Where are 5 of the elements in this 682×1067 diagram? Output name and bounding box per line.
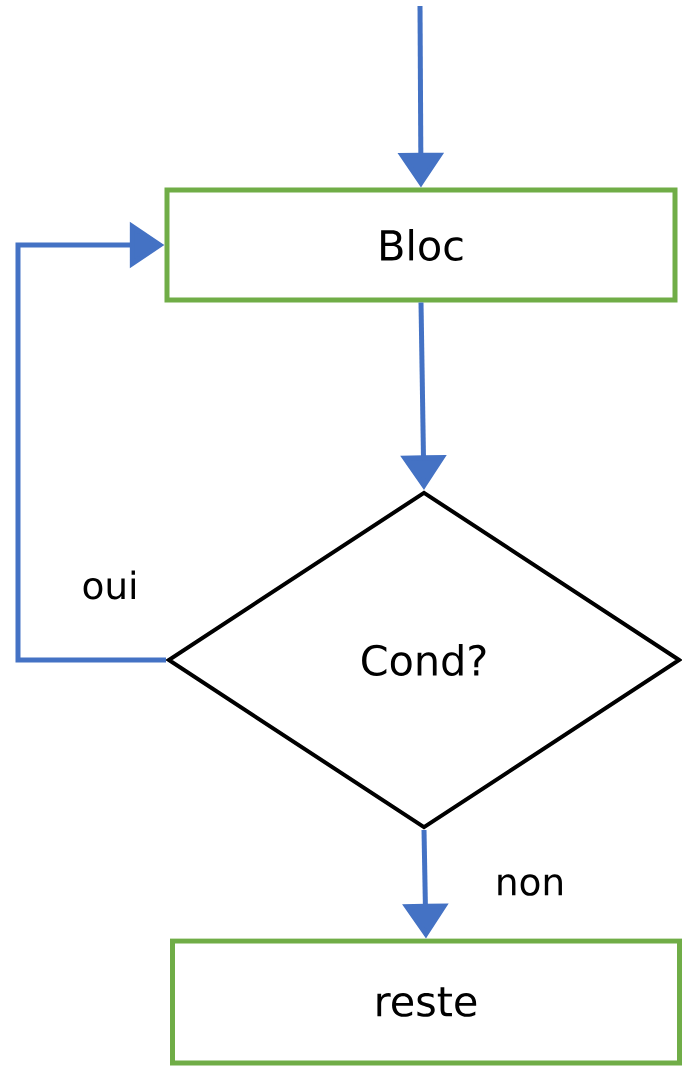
edge-label: oui: [80, 569, 140, 601]
arrow: [15, 221, 166, 663]
edge-label: non: [493, 872, 567, 898]
process-box: Bloc: [164, 187, 678, 303]
process-box: reste: [170, 938, 682, 1066]
